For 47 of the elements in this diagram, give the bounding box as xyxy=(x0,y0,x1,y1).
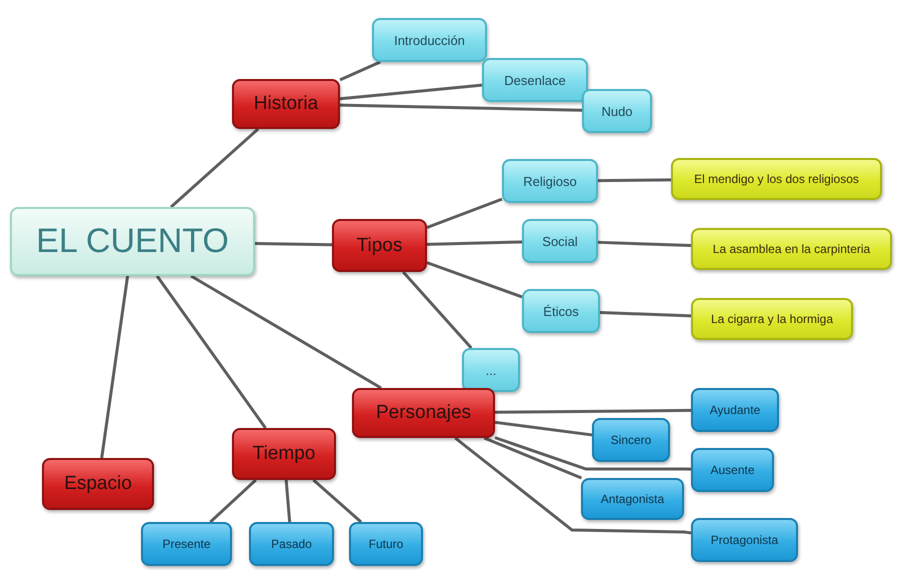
subtopic-box: Ayudante xyxy=(691,388,779,432)
connector-line xyxy=(254,242,332,246)
connector-line xyxy=(402,271,472,349)
connector-line xyxy=(312,478,362,524)
connector-line xyxy=(209,478,257,524)
connector-line xyxy=(494,408,692,414)
subtopic-box: Protagonista xyxy=(691,518,798,562)
central-topic-box: EL CUENTO xyxy=(10,207,255,276)
subtopic-box: Desenlace xyxy=(482,58,588,102)
subtopic-box: ... xyxy=(462,348,520,392)
example-box: La cigarra y la hormiga xyxy=(691,298,853,340)
subtopic-box: Pasado xyxy=(249,522,334,566)
subtopic-box: Futuro xyxy=(349,522,423,566)
subtopic-box: Ausente xyxy=(691,448,774,492)
subtopic-box: Éticos xyxy=(522,289,600,333)
connector-line xyxy=(454,436,692,534)
connector-line xyxy=(339,60,381,82)
connector-line xyxy=(170,128,260,208)
subtopic-box: Nudo xyxy=(582,89,652,133)
connector-line xyxy=(426,240,522,246)
connector-line xyxy=(156,275,267,429)
main-topic-box: Tipos xyxy=(332,219,427,272)
connector-line xyxy=(598,178,672,182)
connector-line xyxy=(598,240,692,248)
main-topic-box: Tiempo xyxy=(232,428,336,480)
subtopic-box: Antagonista xyxy=(581,478,684,520)
connector-line xyxy=(340,104,582,112)
subtopic-box: Presente xyxy=(141,522,232,566)
example-box: La asamblea en la carpinteria xyxy=(691,228,892,270)
connector-line xyxy=(190,274,382,390)
subtopic-box: Religioso xyxy=(502,159,598,203)
connector-line xyxy=(494,436,692,471)
connector-line xyxy=(340,84,482,100)
connector-line xyxy=(284,480,292,522)
connector-line xyxy=(600,310,692,318)
connector-line xyxy=(494,420,592,436)
subtopic-box: Sincero xyxy=(592,418,670,462)
connector-line xyxy=(426,198,503,229)
subtopic-box: Social xyxy=(522,219,598,263)
connector-line xyxy=(100,276,130,458)
subtopic-box: Introducción xyxy=(372,18,487,62)
connector-line xyxy=(426,261,523,298)
connector-line xyxy=(484,436,582,480)
example-box: El mendigo y los dos religiosos xyxy=(671,158,882,200)
main-topic-box: Personajes xyxy=(352,388,495,438)
main-topic-box: Espacio xyxy=(42,458,154,510)
main-topic-box: Historia xyxy=(232,79,340,129)
